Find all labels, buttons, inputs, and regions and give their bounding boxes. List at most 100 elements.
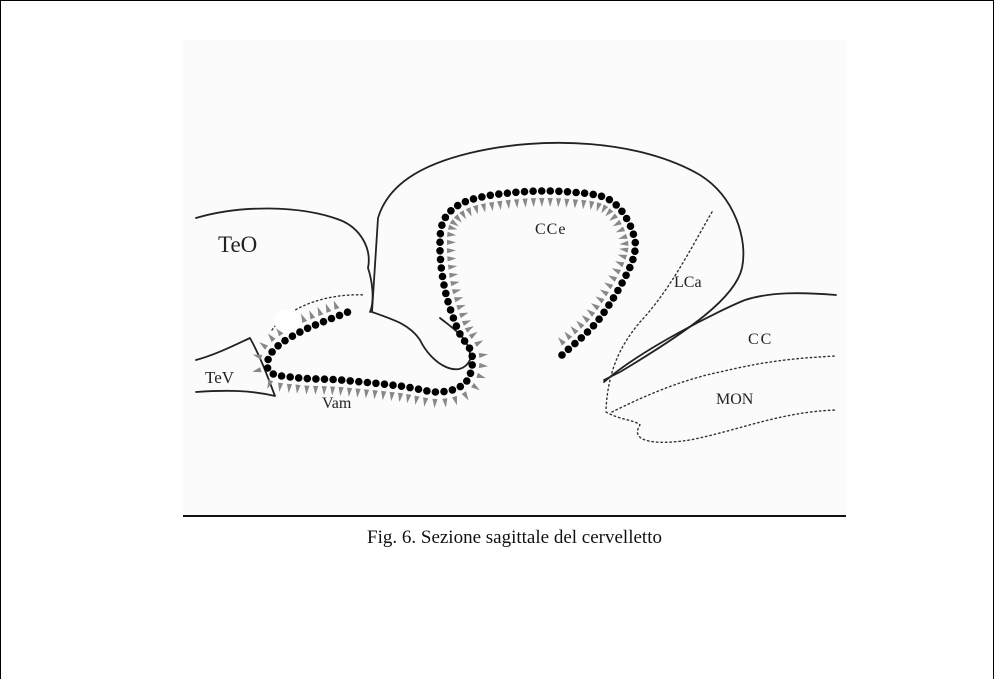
purkinje-arrowhead bbox=[564, 199, 569, 208]
granule-dot bbox=[336, 312, 344, 320]
purkinje-arrowhead bbox=[596, 296, 605, 303]
granule-dot bbox=[504, 189, 512, 197]
granule-dot bbox=[415, 385, 423, 393]
granule-dot bbox=[270, 370, 278, 378]
label-vam: Vam bbox=[322, 395, 352, 412]
granule-dot bbox=[495, 190, 503, 198]
granule-dot bbox=[447, 306, 455, 314]
granule-dot bbox=[442, 290, 450, 298]
purkinje-arrowhead bbox=[398, 393, 403, 402]
mon-dotted-bottom bbox=[606, 410, 836, 442]
granule-dot bbox=[440, 388, 448, 396]
granule-dot bbox=[605, 301, 613, 309]
purkinje-arrowhead bbox=[373, 390, 378, 399]
purkinje-arrowhead bbox=[581, 200, 586, 209]
purkinje-arrowhead bbox=[447, 232, 456, 237]
purkinje-arrowhead bbox=[479, 353, 488, 358]
granule-dot bbox=[406, 384, 414, 392]
granule-cell-dots bbox=[264, 187, 639, 396]
granule-dot bbox=[632, 239, 640, 247]
purkinje-arrowhead bbox=[619, 241, 628, 246]
purkinje-arrowhead bbox=[558, 337, 566, 346]
purkinje-arrowhead bbox=[295, 385, 300, 394]
purkinje-arrowhead bbox=[466, 207, 472, 216]
granule-dot bbox=[264, 364, 272, 372]
purkinje-arrowhead bbox=[450, 281, 459, 286]
purkinje-arrowhead bbox=[322, 386, 327, 395]
granule-dot bbox=[468, 353, 476, 361]
purkinje-arrowhead bbox=[449, 273, 458, 278]
granule-dot bbox=[487, 192, 495, 200]
granule-dot bbox=[442, 214, 450, 222]
granule-dot bbox=[457, 383, 465, 391]
purkinje-arrowhead bbox=[564, 332, 572, 341]
granule-dot bbox=[584, 328, 592, 336]
granule-dot bbox=[320, 318, 328, 326]
white-spot bbox=[274, 309, 300, 333]
granule-dot bbox=[631, 247, 639, 255]
granule-dot bbox=[437, 256, 445, 264]
granule-dot bbox=[281, 337, 289, 345]
purkinje-arrowhead bbox=[613, 220, 622, 227]
purkinje-arrowhead bbox=[591, 303, 600, 310]
purkinje-arrowhead bbox=[447, 240, 456, 245]
granule-dot bbox=[278, 372, 286, 380]
granule-dot bbox=[439, 273, 447, 281]
granule-dot bbox=[268, 348, 276, 356]
granule-dot bbox=[470, 195, 478, 203]
granule-dot bbox=[558, 351, 566, 359]
granule-dot bbox=[328, 315, 336, 323]
figure-caption: Fig. 6. Sezione sagittale del cervellett… bbox=[183, 527, 846, 549]
purkinje-arrowhead bbox=[450, 219, 459, 226]
granule-dot bbox=[289, 332, 297, 340]
purkinje-arrowhead bbox=[582, 315, 590, 323]
purkinje-arrowhead bbox=[364, 389, 369, 398]
granule-dot bbox=[630, 230, 638, 238]
label-lca: LCa bbox=[674, 274, 702, 291]
granule-dot bbox=[312, 321, 320, 329]
granule-dot bbox=[578, 334, 586, 342]
purkinje-arrowhead bbox=[465, 326, 474, 333]
granule-dot bbox=[468, 361, 476, 369]
purkinje-arrowhead bbox=[506, 200, 511, 209]
granule-dot bbox=[618, 279, 626, 287]
purkinje-arrowhead bbox=[334, 301, 340, 310]
granule-dot bbox=[438, 264, 446, 272]
purkinje-arrowhead bbox=[473, 205, 478, 214]
granule-dot bbox=[389, 381, 397, 389]
lca-dotted-boundary bbox=[606, 212, 712, 410]
granule-dot bbox=[438, 221, 446, 229]
purkinje-arrowhead bbox=[476, 373, 485, 378]
purkinje-arrowhead bbox=[452, 396, 457, 405]
granule-dot bbox=[626, 264, 634, 272]
purkinje-arrowhead bbox=[287, 384, 292, 393]
granule-dot bbox=[463, 377, 471, 385]
purkinje-arrowhead bbox=[497, 201, 502, 210]
purkinje-arrowhead bbox=[423, 397, 428, 406]
granule-dot bbox=[529, 187, 537, 195]
purkinje-arrowhead bbox=[326, 304, 332, 313]
granule-dot bbox=[372, 380, 380, 388]
label-cc: CC bbox=[748, 331, 773, 348]
granule-dot bbox=[571, 340, 579, 348]
granule-dot bbox=[295, 374, 303, 382]
purkinje-arrowhead bbox=[600, 290, 609, 297]
granule-dot bbox=[590, 322, 598, 330]
purkinje-arrowhead bbox=[573, 199, 578, 208]
granule-dot bbox=[432, 388, 440, 396]
purkinje-arrowhead bbox=[619, 248, 628, 253]
purkinje-arrowhead bbox=[447, 256, 456, 261]
granule-dot bbox=[296, 328, 304, 336]
purkinje-arrowhead bbox=[259, 342, 268, 350]
purkinje-arrowhead bbox=[469, 332, 478, 339]
granule-dot bbox=[423, 387, 431, 395]
label-cce: CCe bbox=[535, 221, 566, 238]
purkinje-arrowhead bbox=[576, 321, 584, 329]
purkinje-arrowhead bbox=[556, 198, 561, 207]
granule-dot bbox=[440, 281, 448, 289]
granule-dot bbox=[623, 215, 631, 223]
label-mon: MON bbox=[716, 391, 754, 408]
granule-dot bbox=[589, 191, 597, 199]
granule-dot bbox=[521, 188, 529, 196]
purkinje-arrowhead bbox=[454, 214, 462, 222]
